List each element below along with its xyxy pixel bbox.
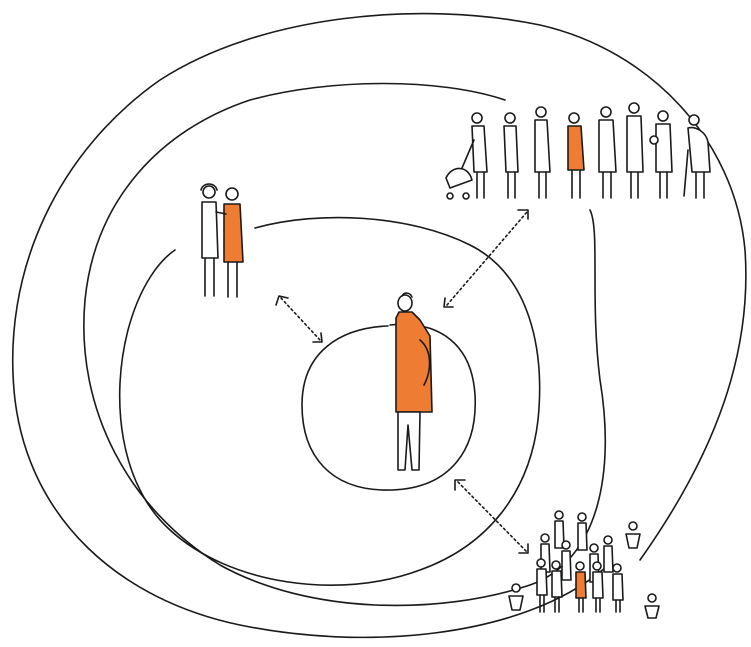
community-crowd-figures xyxy=(509,511,659,618)
neighborhood-row-figures xyxy=(446,103,710,199)
central-person-figure xyxy=(396,293,432,470)
ring-inner xyxy=(120,218,540,586)
arrow-self-to-crowd xyxy=(458,482,527,552)
arrow-self-to-row xyxy=(447,212,527,305)
couple-figures xyxy=(201,184,243,297)
arrow-self-to-couple xyxy=(281,298,320,340)
ring-middle xyxy=(84,84,605,606)
ring-self xyxy=(302,324,475,490)
